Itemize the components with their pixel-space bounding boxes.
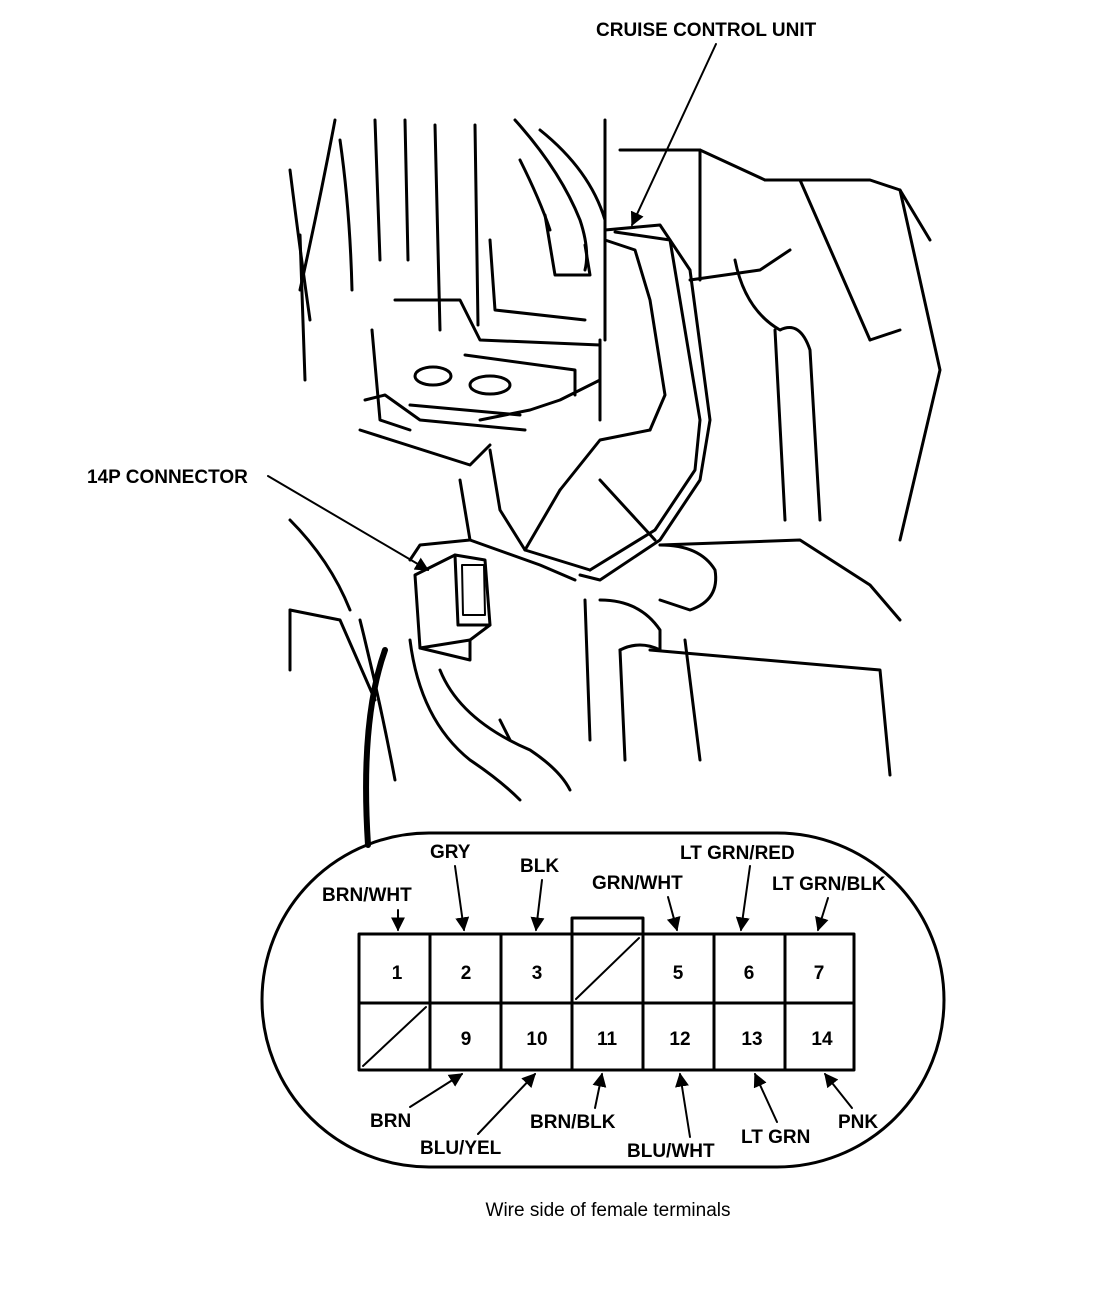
terminal-7-number: 7 <box>814 963 825 984</box>
wire-label-t13: LT GRN <box>741 1127 810 1148</box>
wire-label-t2: GRY <box>430 842 471 863</box>
empty-cavity-8 <box>362 1006 427 1067</box>
terminal-1-number: 1 <box>392 963 403 984</box>
terminal-11-number: 11 <box>597 1029 618 1050</box>
terminal-3-number: 3 <box>532 963 543 984</box>
terminal-9-number: 9 <box>461 1029 472 1050</box>
cruise-control-unit-leader <box>630 43 717 227</box>
wire-arrow-t3 <box>530 879 545 932</box>
wire-arrow-t14 <box>824 1072 853 1109</box>
figure-caption: Wire side of female terminals <box>486 1200 731 1221</box>
wire-label-t12: BLU/WHT <box>627 1141 715 1162</box>
wire-label-t11: BRN/BLK <box>530 1112 616 1133</box>
wire-arrow-t9 <box>409 1073 464 1108</box>
wire-arrow-t7 <box>815 897 829 932</box>
terminal-5-number: 5 <box>673 963 684 984</box>
terminal-10-number: 10 <box>526 1029 547 1050</box>
wire-label-t9: BRN <box>370 1111 411 1132</box>
wire-arrow-t11 <box>592 1072 607 1109</box>
connector-detail-oval <box>260 831 946 1169</box>
wire-arrow-t12 <box>675 1072 691 1138</box>
wire-arrow-t6 <box>735 865 751 932</box>
wire-arrow-t13 <box>753 1072 778 1123</box>
empty-cavity-4 <box>575 937 640 1000</box>
dash-structure-drawing <box>288 118 942 848</box>
wire-arrow-t10 <box>477 1072 536 1135</box>
wire-label-t6: LT GRN/RED <box>680 843 795 864</box>
connector-face <box>357 916 856 1072</box>
wire-label-t14: PNK <box>838 1112 878 1133</box>
terminal-2-number: 2 <box>461 963 472 984</box>
14p-connector-leader <box>267 475 430 571</box>
wire-arrow-t5 <box>666 896 681 932</box>
wire-label-t5: GRN/WHT <box>592 873 683 894</box>
terminal-13-number: 13 <box>741 1029 762 1050</box>
cruise-control-unit-label: CRUISE CONTROL UNIT <box>596 20 817 41</box>
wire-label-t7: LT GRN/BLK <box>772 874 886 895</box>
wire-arrow-t2 <box>454 865 470 932</box>
terminal-14-number: 14 <box>811 1029 833 1050</box>
14p-connector-label: 14P CONNECTOR <box>87 467 248 488</box>
wire-label-t10: BLU/YEL <box>420 1138 502 1159</box>
terminal-6-number: 6 <box>744 963 755 984</box>
terminal-12-number: 12 <box>669 1029 690 1050</box>
wire-label-t1: BRN/WHT <box>322 885 412 906</box>
wire-label-t3: BLK <box>520 856 559 877</box>
